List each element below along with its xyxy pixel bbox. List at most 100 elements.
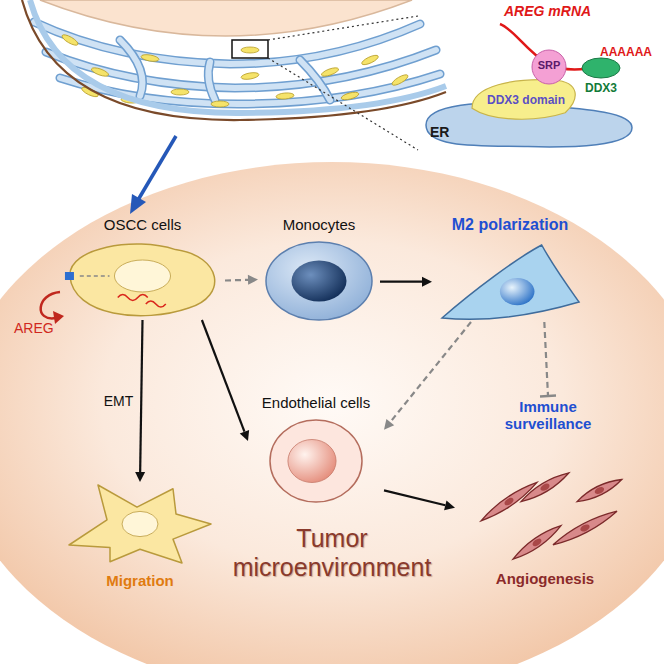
cell-membrane	[22, 0, 446, 120]
er-tubule	[300, 60, 330, 100]
monocyte-nucleus	[292, 261, 347, 302]
oscc-nucleus	[114, 260, 170, 292]
oscc-cell-label: OSCC cells	[60, 216, 225, 233]
er-tubule-outline	[46, 50, 436, 88]
cytoplasm	[22, 0, 446, 120]
zoom-box	[232, 40, 268, 58]
angiogenesis-cells-label: Angiogenesis	[455, 570, 635, 587]
ddx3-domain-label: DDX3 domain	[470, 94, 582, 108]
er-granule	[241, 47, 259, 53]
endothelial-sprout-cell	[521, 473, 569, 502]
er-granule	[211, 101, 229, 107]
er-tubule	[120, 40, 143, 96]
er-granules	[61, 33, 410, 107]
region-title: Tumor microenvironment	[232, 524, 432, 582]
edge-label: EMT	[104, 393, 134, 409]
er-tubule	[46, 50, 436, 88]
ligand-name: AREG	[14, 320, 54, 336]
m2-nucleus	[500, 278, 535, 305]
m2-macrophage-shape	[438, 242, 582, 322]
er-label: ER	[430, 124, 449, 140]
endothelial-cell: Endothelial cells	[248, 394, 384, 506]
polya-tail: AAAAAA	[600, 46, 652, 60]
zoom-line	[268, 16, 418, 40]
monocyte-shape	[264, 240, 374, 322]
endothelial-cell-label: Endothelial cells	[248, 394, 384, 411]
er-granule	[141, 53, 160, 62]
monocyte: Monocytes	[258, 216, 380, 322]
arrowhead	[135, 472, 145, 482]
ddx3-protein	[582, 58, 620, 78]
monocyte-body	[266, 242, 372, 320]
inhibition-bar	[540, 394, 556, 397]
er-granule	[91, 66, 110, 78]
sprout-nucleus	[503, 496, 515, 507]
cortex-band	[30, 0, 446, 113]
endothelial-body	[270, 420, 362, 502]
endothelial-sprout-cell	[577, 480, 622, 502]
migrating-cell-label: Migration	[55, 572, 225, 589]
connector	[225, 275, 258, 285]
nucleus	[40, 0, 412, 36]
connector	[384, 490, 455, 510]
areg-mrna-squiggle	[146, 301, 166, 307]
arrowhead	[422, 277, 432, 287]
er-granule	[361, 53, 380, 66]
oscc-cell-body	[70, 244, 215, 316]
ddx3: DDX3	[576, 58, 626, 100]
immune-surveillance-label: Immune surveillance	[488, 398, 608, 433]
connector-line	[390, 322, 471, 422]
signal-line	[80, 275, 110, 276]
connector-line	[140, 320, 142, 472]
er-granule	[171, 89, 189, 95]
areg-mrna-squiggle	[118, 295, 148, 301]
ddx3-shape	[582, 58, 620, 78]
arrowhead	[240, 430, 249, 441]
zoom-line	[268, 58, 418, 150]
endothelial-sprout-cell	[513, 526, 561, 560]
m2-macrophage-body	[442, 245, 579, 319]
srp-label: SRP	[532, 59, 566, 72]
oscc-cell-shape	[60, 240, 225, 320]
sprout-nucleus	[594, 486, 606, 496]
angiogenesis-cells: Angiogenesis	[455, 468, 635, 592]
egfr-receptor	[65, 272, 74, 280]
er-tubule-outline	[120, 40, 143, 96]
endothelial-cell-shape	[268, 418, 364, 504]
migrating-cell: Migration	[55, 482, 225, 594]
migrating-cell-shape	[65, 482, 215, 566]
m2-macrophage-label: M2 polarization	[432, 216, 588, 234]
sprout-nucleus	[539, 482, 551, 492]
sprout-nucleus	[579, 523, 591, 533]
tumor-microenvironment-ground	[0, 162, 664, 664]
sprout-nucleus	[531, 537, 543, 548]
er-granule	[61, 33, 80, 47]
ddx3-domain: DDX3 domain	[470, 76, 582, 122]
er-tubule-outline	[208, 62, 215, 100]
connector	[202, 320, 249, 441]
er-tubule-outline	[300, 60, 330, 100]
er-granule	[321, 66, 340, 78]
srp-particle	[532, 50, 566, 84]
er-granule	[241, 71, 260, 80]
oscc-cell: OSCC cells	[60, 216, 225, 320]
arrowhead	[444, 500, 455, 510]
er-granule	[276, 92, 294, 100]
connector	[380, 277, 432, 287]
autocrine-arrow-head	[53, 311, 64, 324]
endothelial-nucleus	[288, 440, 336, 483]
zoom-arrow-shaft	[138, 136, 176, 200]
arrowhead	[248, 275, 258, 285]
migrating-cell-body	[69, 485, 211, 563]
connector-line	[225, 279, 248, 282]
immune-surveillance: Immune surveillance	[488, 396, 608, 438]
endothelial-sprout-cell	[481, 482, 537, 520]
ddx3-label: DDX3	[576, 82, 626, 96]
zoom-arrow-head	[130, 194, 146, 214]
connector-line	[544, 322, 548, 396]
arrowhead	[384, 419, 394, 430]
er-tubule	[208, 62, 215, 100]
connector-line	[380, 281, 422, 283]
migrating-cell-nucleus	[122, 511, 158, 536]
